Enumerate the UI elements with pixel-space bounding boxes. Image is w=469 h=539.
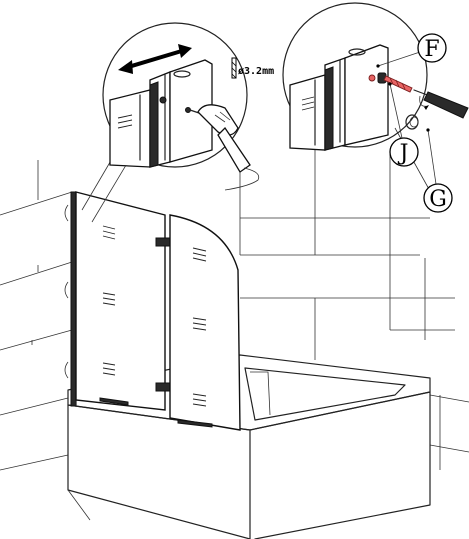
wall-profile [70, 191, 77, 407]
screwdriver-icon [413, 89, 469, 119]
detail-drilling: ø3.2mm [81, 22, 274, 223]
detail-circle-screw [282, 2, 428, 148]
tiled-wall [0, 150, 469, 471]
svg-text:F: F [424, 37, 439, 62]
drill-bit-size-label: ø3.2mm [238, 66, 274, 77]
glass-panel-left [75, 191, 166, 411]
bathtub [67, 354, 431, 539]
frost-marks-right [192, 247, 207, 407]
svg-text:G: G [429, 187, 447, 212]
callout-G: G [423, 183, 453, 213]
svg-text:J: J [398, 141, 409, 166]
double-arrow-icon [118, 44, 192, 74]
cover-cap [405, 114, 419, 130]
callout-J: J [389, 137, 419, 167]
detail-circle-drilling [102, 22, 248, 168]
glass-panel-right [169, 214, 241, 431]
callout-F: F [417, 33, 447, 63]
frost-marks-left [102, 225, 116, 376]
drill-icon [189, 104, 260, 191]
shower-screen [64, 191, 241, 431]
detail-screw [282, 2, 469, 201]
drill-bit-spec: ø3.2mm [231, 57, 274, 79]
screw-assembly [377, 72, 413, 93]
